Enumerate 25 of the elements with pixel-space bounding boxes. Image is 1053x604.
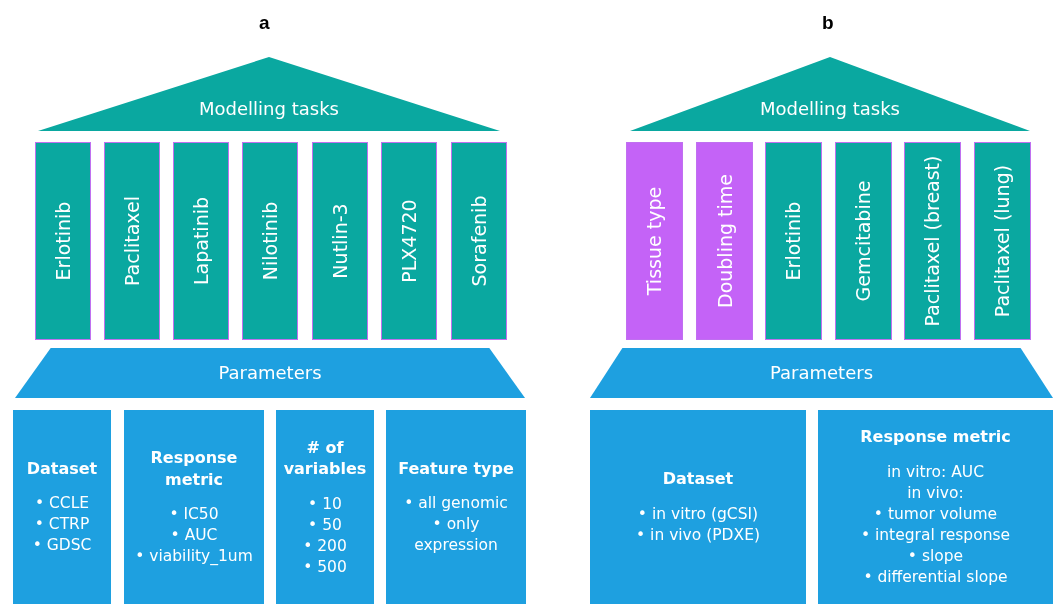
- base-trapezoid: Parameters: [590, 348, 1053, 398]
- pillar-box: Gemcitabine: [835, 142, 892, 340]
- parameter-box: Response metric • IC50 • AUC • viability_1um: [124, 410, 264, 604]
- pillar-box: PLX4720: [381, 142, 437, 340]
- parameter-box: Feature type • all genomic • only expression: [386, 410, 526, 604]
- pillar-box: Nutlin-3: [312, 142, 368, 340]
- parameter-box: Dataset • CCLE • CTRP • GDSC: [13, 410, 111, 604]
- panel-letter: a: [259, 12, 270, 34]
- pillar-box: Paclitaxel (breast): [904, 142, 961, 340]
- pillar-box: Erlotinib: [765, 142, 822, 340]
- roof-triangle: Modelling tasks: [630, 57, 1030, 131]
- parameter-box: Response metric in vitro: AUC in vivo: • tumor volume • integral response • slope • differential slope: [818, 410, 1053, 604]
- pillar-box: Nilotinib: [242, 142, 298, 340]
- pillar-box: Doubling time: [696, 142, 753, 340]
- roof-triangle: Modelling tasks: [38, 57, 500, 131]
- pillar-box: Erlotinib: [35, 142, 91, 340]
- pillar-box: Paclitaxel: [104, 142, 160, 340]
- pillar-box: Lapatinib: [173, 142, 229, 340]
- pillar-box: Tissue type: [626, 142, 683, 340]
- parameter-box: Dataset • in vitro (gCSI) • in vivo (PDXE): [590, 410, 806, 604]
- panel-letter: b: [822, 12, 834, 34]
- base-trapezoid: Parameters: [15, 348, 525, 398]
- pillar-box: Sorafenib: [451, 142, 507, 340]
- pillar-box: Paclitaxel (lung): [974, 142, 1031, 340]
- parameter-box: # of variables • 10 • 50 • 200 • 500: [276, 410, 374, 604]
